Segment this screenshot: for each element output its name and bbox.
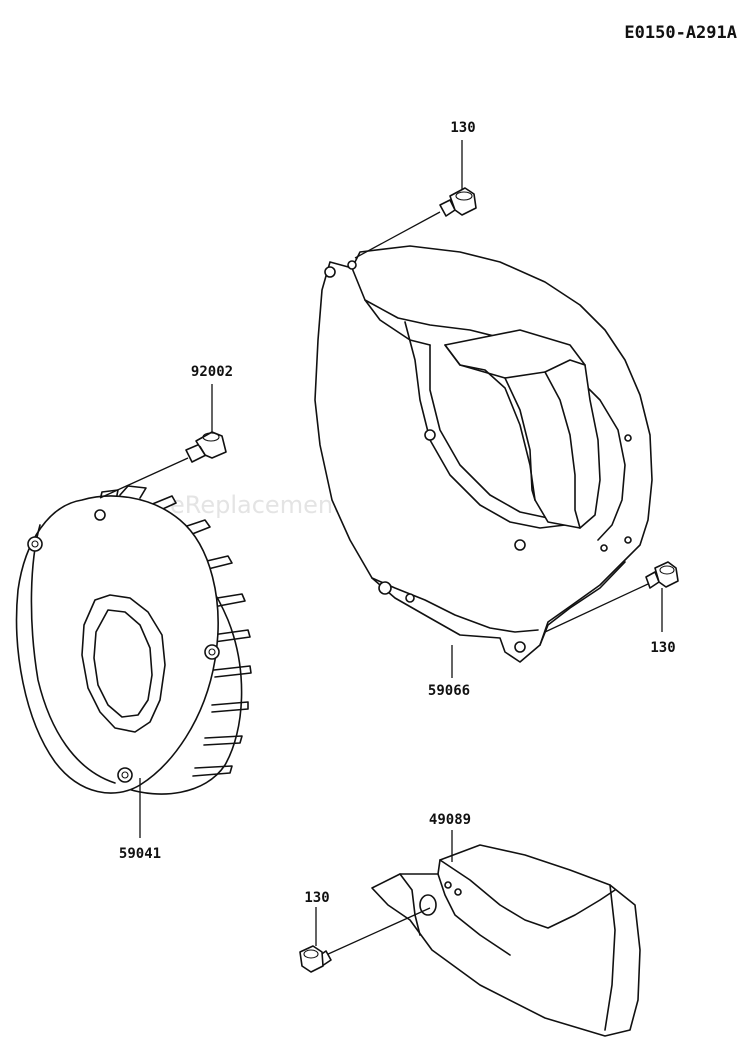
label-bolt-top: 130: [450, 120, 475, 136]
label-cover: 49089: [429, 812, 471, 828]
label-bolt-right: 130: [650, 640, 675, 656]
cover: [371, 844, 641, 1037]
fan-housing: [314, 245, 653, 663]
label-fan: 59041: [119, 846, 161, 862]
bolt-fan: [99, 431, 227, 499]
bolt-bottom: [299, 907, 431, 973]
diagram-code: E0150-A291A: [624, 23, 737, 43]
label-fan-housing: 59066: [428, 683, 470, 699]
leader-lines: [139, 140, 663, 946]
fan: [15, 485, 252, 795]
label-bolt-fan: 92002: [191, 364, 233, 380]
bolt-right: [544, 561, 679, 633]
label-bolt-bottom: 130: [304, 890, 329, 906]
bolt-top: [354, 187, 477, 259]
